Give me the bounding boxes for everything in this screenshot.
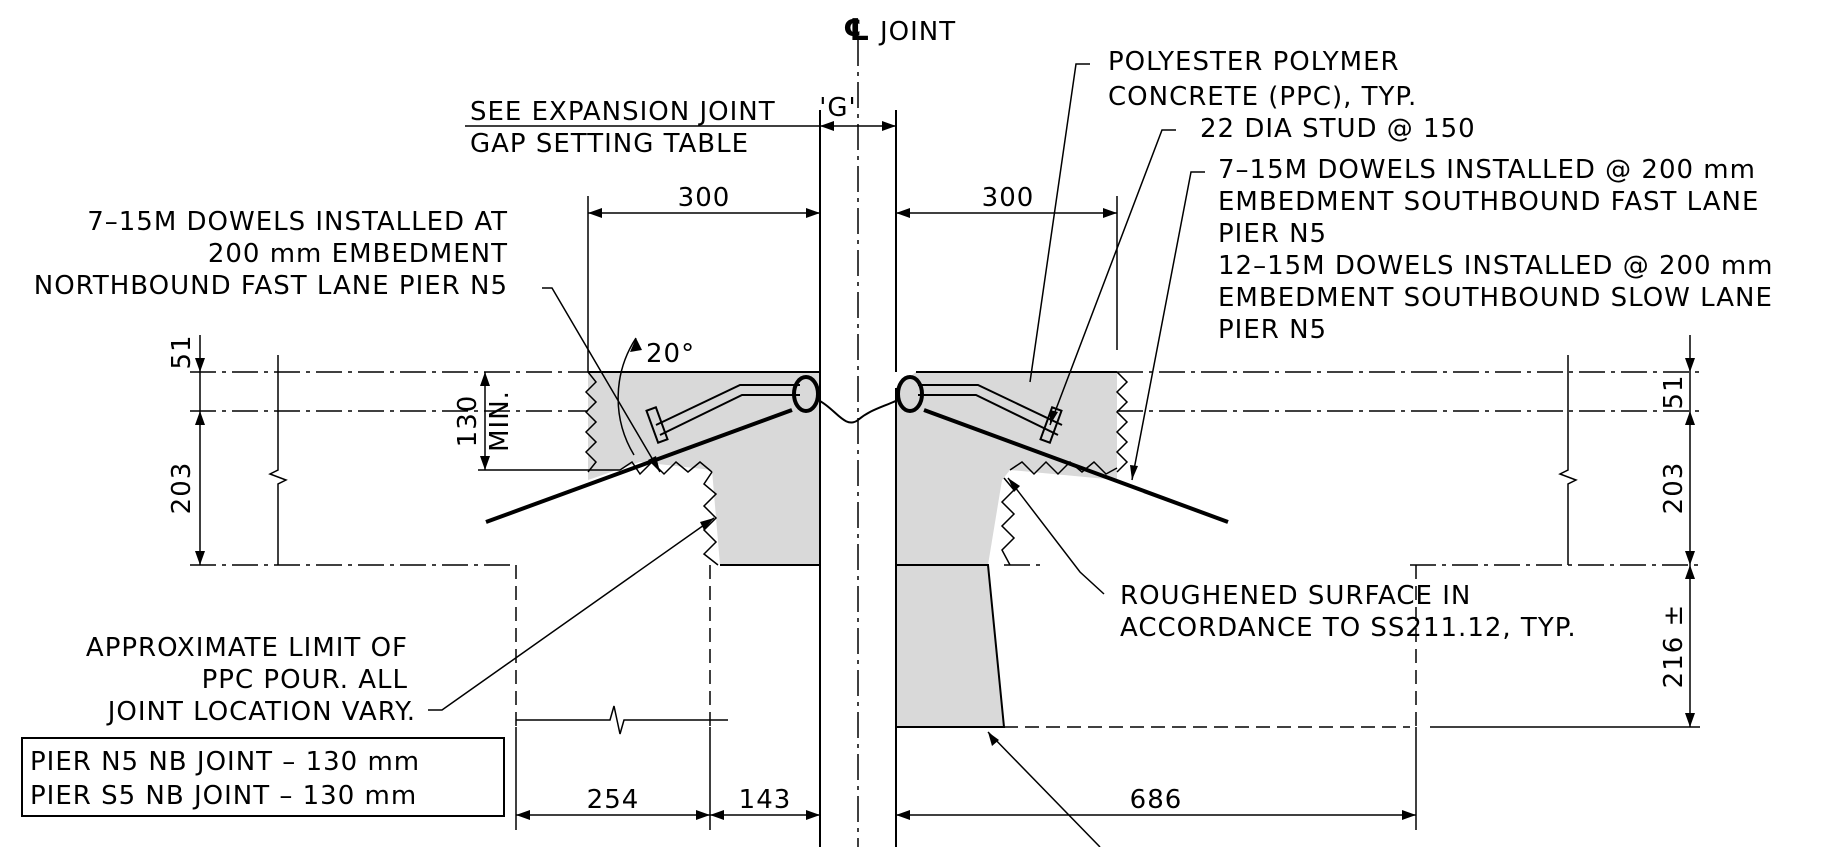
- dowel-right: [923, 408, 1229, 524]
- dim-right-203: 203: [1659, 462, 1689, 515]
- box-line-1: PIER N5 NB JOINT – 130 mm: [30, 747, 420, 777]
- cl-joint-label: JOINT: [878, 17, 956, 47]
- dim-right-216: 216 ±: [1659, 604, 1689, 689]
- dowels-sb-line-2: EMBEDMENT SOUTHBOUND FAST LANE: [1218, 187, 1759, 217]
- dim-left-300: 300: [678, 183, 731, 213]
- see-table-line-1: SEE EXPANSION JOINT: [470, 97, 776, 127]
- gap-label: 'G': [819, 93, 856, 123]
- pier-joint-note-box: [21, 737, 505, 817]
- dowels-sb-line-1: 7–15M DOWELS INSTALLED @ 200 mm: [1218, 155, 1756, 185]
- ppc-note-line-2: CONCRETE (PPC), TYP.: [1108, 82, 1417, 112]
- dim-right-300: 300: [982, 183, 1035, 213]
- dowels-nb-line-3: NORTHBOUND FAST LANE PIER N5: [34, 271, 508, 301]
- dim-130: 130: [453, 395, 483, 448]
- dowels-sb-line-4: 12–15M DOWELS INSTALLED @ 200 mm: [1218, 251, 1774, 281]
- limit-line-2: PPC POUR. ALL: [202, 665, 408, 695]
- dim-right-51: 51: [1659, 374, 1689, 409]
- roughened-line-1: ROUGHENED SURFACE IN: [1120, 581, 1471, 611]
- dim-min-label: MIN.: [485, 390, 515, 452]
- limit-line-3: JOINT LOCATION VARY.: [106, 697, 416, 727]
- ppc-note-line-1: POLYESTER POLYMER: [1108, 47, 1400, 77]
- ppc-right-lower: [896, 565, 1004, 727]
- dowels-sb-line-5: EMBEDMENT SOUTHBOUND SLOW LANE: [1218, 283, 1773, 313]
- roughened-line-2: ACCORDANCE TO SS211.12, TYP.: [1120, 613, 1577, 643]
- cl-symbol: ℄: [843, 13, 871, 48]
- dim-bottom-254: 254: [587, 785, 640, 815]
- stud-note: 22 DIA STUD @ 150: [1200, 114, 1476, 144]
- limit-line-1: APPROXIMATE LIMIT OF: [86, 633, 408, 663]
- dowels-sb-line-3: PIER N5: [1218, 219, 1327, 249]
- dim-left-203: 203: [167, 462, 197, 515]
- dim-left-51: 51: [167, 334, 197, 369]
- dowels-nb-line-2: 200 mm EMBEDMENT: [208, 239, 508, 269]
- dowels-sb-line-6: PIER N5: [1218, 315, 1327, 345]
- dim-bottom-143: 143: [739, 785, 792, 815]
- box-line-2: PIER S5 NB JOINT – 130 mm: [30, 781, 417, 811]
- dim-bottom-686: 686: [1130, 785, 1183, 815]
- angle-label: 20°: [646, 339, 695, 369]
- dowels-nb-line-1: 7–15M DOWELS INSTALLED AT: [87, 207, 508, 237]
- see-table-line-2: GAP SETTING TABLE: [470, 129, 749, 159]
- dowel-left: [485, 408, 793, 524]
